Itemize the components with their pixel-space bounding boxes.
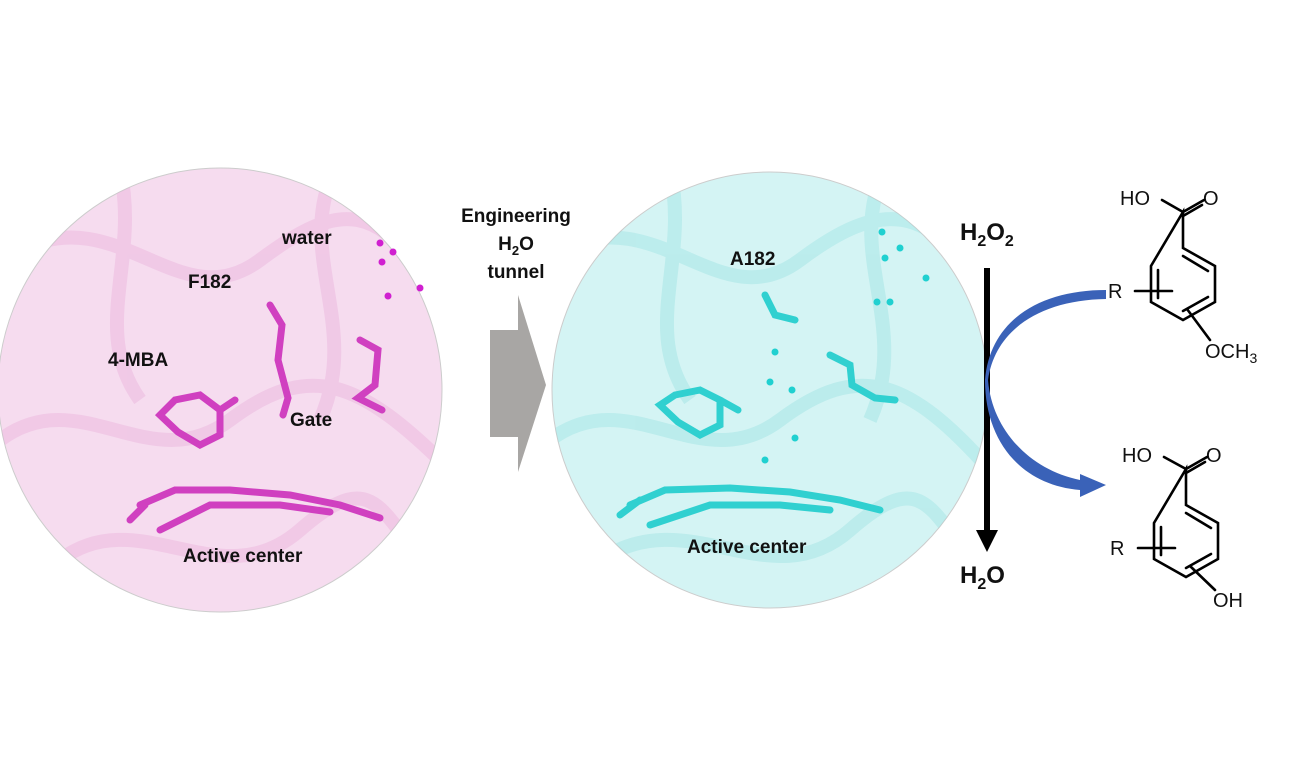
mutant-sticks xyxy=(616,291,899,529)
product-r: R xyxy=(1110,538,1124,560)
substrate-molecule: HO O R OCH3 xyxy=(1108,188,1257,366)
left-structure-panel: water F182 4-MBA Gate Active center xyxy=(0,167,443,613)
label-active-center-right: Active center xyxy=(687,537,807,558)
label-h2o2: H2O2 xyxy=(960,219,1014,250)
label-water: water xyxy=(281,228,332,249)
substrate-ho: HO xyxy=(1120,188,1150,210)
product-o: O xyxy=(1206,445,1222,467)
label-a182: A182 xyxy=(730,249,775,270)
water-molecules-tunnel xyxy=(761,228,930,464)
gray-block-arrow xyxy=(490,295,546,472)
label-tunnel: tunnel xyxy=(488,262,545,283)
label-h2o: H2O xyxy=(960,562,1005,593)
product-ho: HO xyxy=(1122,445,1152,467)
label-h2o-tunnel-water: H2O xyxy=(498,234,534,258)
down-arrow-head xyxy=(976,530,998,552)
label-f182: F182 xyxy=(188,272,231,293)
label-active-center-left: Active center xyxy=(183,546,303,567)
right-structure-panel: A182 Active center xyxy=(551,171,989,609)
substrate-och3: OCH3 xyxy=(1205,341,1257,366)
water-molecules xyxy=(376,239,424,300)
label-engineering: Engineering xyxy=(461,206,571,227)
substrate-r: R xyxy=(1108,281,1122,303)
curved-conversion-arrow xyxy=(985,290,1106,497)
engineering-arrow: Engineering H2O tunnel xyxy=(461,206,571,472)
label-4-mba: 4-MBA xyxy=(108,350,168,371)
substrate-o: O xyxy=(1203,188,1219,210)
wild-type-sticks xyxy=(126,301,386,534)
product-molecule: HO O R OH xyxy=(1110,445,1243,612)
label-gate: Gate xyxy=(290,410,332,431)
product-oh: OH xyxy=(1213,590,1243,612)
